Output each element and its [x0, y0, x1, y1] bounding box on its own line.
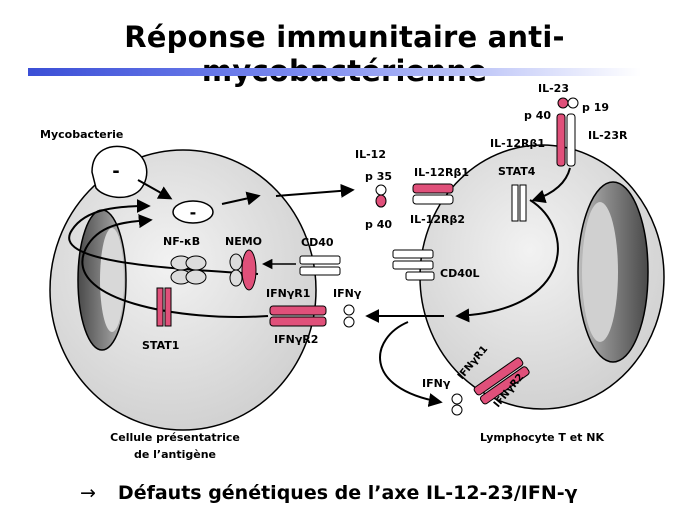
arrow-lymph-to-bottom [379, 321, 443, 407]
title-underline [28, 68, 641, 76]
arrow-apc-to-il12 [275, 183, 355, 198]
cd40-receptor [299, 255, 341, 276]
label-ifngr2-left: IFNγR2 [274, 333, 318, 346]
il23-receptor [556, 113, 576, 167]
label-ifngr1-left: IFNγR1 [266, 287, 310, 300]
ifng-bottom-molecule [451, 393, 463, 416]
label-mycobacterie: Mycobacterie [40, 128, 123, 141]
label-p40-il23: p 40 [524, 109, 551, 122]
ifng-left-molecule [343, 304, 355, 328]
mycobacterium-minus: - [112, 161, 119, 182]
inhibition-oval: - [172, 200, 214, 224]
label-il23r: IL-23R [588, 129, 628, 142]
il12-molecule [375, 184, 387, 208]
label-p40-il12: p 40 [365, 218, 392, 231]
caption-apc-line2: de l’antigène [134, 448, 216, 461]
lymphocyte-cell [419, 144, 665, 410]
label-il12rb1: IL-12Rβ1 [414, 166, 469, 179]
arrow-oval-to-right [221, 191, 261, 206]
caption-lymphocyte: Lymphocyte T et NK [480, 431, 604, 444]
il23-molecule [557, 97, 579, 109]
label-il12: IL-12 [355, 148, 386, 161]
oval-minus: - [190, 203, 197, 222]
label-cd40: CD40 [301, 236, 334, 249]
label-p19: p 19 [582, 101, 609, 114]
label-stat4: STAT4 [498, 165, 536, 178]
label-ifng-left: IFNγ [333, 287, 362, 300]
ifngr-left [269, 305, 327, 327]
stat1-receptor [156, 287, 172, 327]
cd40l-receptor [392, 249, 435, 281]
label-il23: IL-23 [538, 82, 569, 95]
ifngr-bottom [473, 357, 530, 405]
loop-arrow-lymph [455, 199, 559, 323]
antigen-presenting-cell [49, 149, 317, 431]
loop-arrow-lymph-top [531, 167, 571, 204]
label-stat1: STAT1 [142, 339, 179, 352]
label-nemo: NEMO [225, 235, 262, 248]
stat4-receptor [511, 184, 527, 222]
arrow-myco-to-oval [137, 179, 173, 200]
footer-arrow-icon: → [80, 482, 96, 504]
nemo-complex [229, 249, 257, 291]
label-ifng-bottom: IFNγ [422, 377, 451, 390]
nfkb-complex [170, 255, 207, 285]
caption-apc-line1: Cellule présentatrice [110, 431, 240, 444]
label-il12rb2: IL-12Rβ2 [410, 213, 465, 226]
footer-text: Défauts génétiques de l’axe IL-12-23/IFN… [117, 482, 578, 504]
label-p35: p 35 [365, 170, 392, 183]
loop-arrow-lower [81, 214, 269, 318]
il12-receptor [412, 183, 454, 205]
label-il12rb1-top: IL-12Rβ1 [490, 137, 545, 150]
label-cd40l: CD40L [440, 267, 480, 280]
footer-note: → Défauts génétiques de l’axe IL-12-23/IF… [80, 482, 578, 504]
mycobacterium: - [91, 145, 148, 199]
label-nfkb: NF-κB [163, 235, 200, 248]
